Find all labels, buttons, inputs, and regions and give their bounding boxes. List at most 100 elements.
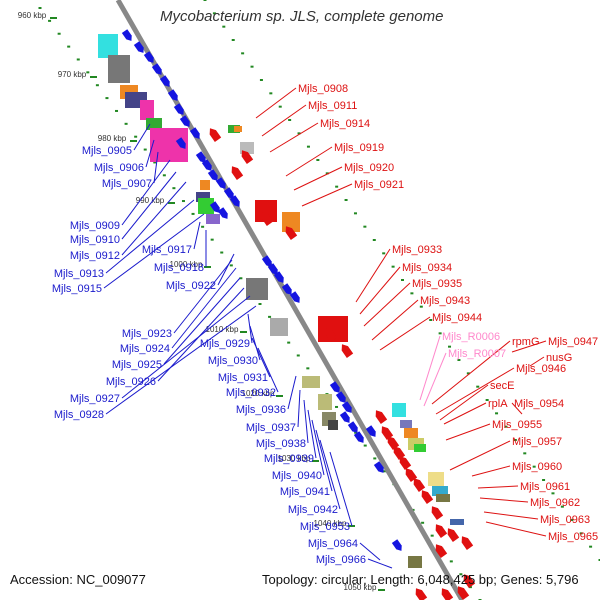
scale-tick <box>240 331 247 333</box>
label-leader <box>121 159 171 226</box>
tick-dot <box>504 425 508 428</box>
plus-strand-gene <box>201 159 212 171</box>
tick-dot <box>258 303 262 305</box>
tick-dot <box>523 452 527 455</box>
tick-dot <box>306 367 310 370</box>
scale-label: 1020 kbp <box>242 389 275 398</box>
tick-dot <box>598 559 600 561</box>
topology-text: Topology: circular; Length: 6,048,425 bp… <box>262 572 579 587</box>
label-leader <box>247 313 253 344</box>
tick-dot <box>115 109 119 112</box>
tick-dot <box>48 19 52 22</box>
gene-label-left: Mjls_0927 <box>70 393 120 405</box>
tick-dot <box>495 412 499 415</box>
scale-tick <box>168 202 175 204</box>
gene-label-left: Mjls_0928 <box>54 409 104 421</box>
label-leader <box>297 389 301 428</box>
plus-strand-gene <box>353 431 364 443</box>
gene-label-left: Mjls_0964 <box>308 538 358 550</box>
label-leader <box>105 199 195 274</box>
tick-dot <box>335 405 339 408</box>
gene-label-right: Mjls_0933 <box>392 244 442 256</box>
scale-tick <box>204 266 211 268</box>
scale-tick <box>312 460 319 462</box>
gene-block <box>146 118 162 130</box>
tick-dot <box>297 132 301 135</box>
tick-dot <box>306 145 310 148</box>
gene-label-left: Mjls_0932 <box>226 387 276 399</box>
label-leader <box>355 248 391 303</box>
plus-strand-gene <box>195 151 206 163</box>
gene-block <box>108 55 130 83</box>
scale-tick <box>378 589 385 591</box>
label-leader <box>307 409 317 459</box>
label-leader <box>121 295 251 399</box>
gene-label-right: Mjls_0955 <box>492 419 542 431</box>
tick-dot <box>429 319 433 321</box>
gene-label-right: Mjls_0908 <box>298 83 348 95</box>
tick-dot <box>457 359 461 361</box>
gene-label-left: Mjls_0930 <box>208 355 258 367</box>
map-title: Mycobacterium sp. JLS, complete genome <box>160 8 444 25</box>
label-leader <box>511 340 547 353</box>
gene-features <box>98 29 476 600</box>
plus-strand-gene <box>179 115 190 127</box>
minus-strand-gene <box>375 410 388 424</box>
tick-dot <box>401 279 404 281</box>
tick-dot <box>38 7 42 9</box>
gene-label-right: Mjls_0921 <box>354 179 404 191</box>
tick-dot <box>373 457 377 460</box>
gene-label-left: Mjls_0939 <box>264 453 314 465</box>
gene-block <box>450 519 464 525</box>
label-leader <box>105 305 257 415</box>
gene-label-left: Mjls_0909 <box>70 220 120 232</box>
tick-dot <box>466 372 470 375</box>
label-leader <box>423 352 447 407</box>
tick-dot <box>560 505 564 508</box>
gene-block <box>140 100 154 120</box>
tick-dot <box>229 264 233 267</box>
plus-strand-gene <box>121 29 132 41</box>
tick-dot <box>296 354 300 357</box>
plus-strand-gene <box>159 75 170 87</box>
gene-label-left: Mjls_0926 <box>106 376 156 388</box>
label-leader <box>449 440 511 471</box>
label-leader <box>485 521 547 537</box>
label-leader <box>217 253 235 286</box>
gene-label-right: rpmG <box>512 336 540 348</box>
plus-strand-gene <box>173 103 184 115</box>
gene-label-left: Mjls_0917 <box>142 244 192 256</box>
gene-label-left: Mjls_0924 <box>120 343 170 355</box>
tick-dot <box>449 560 453 563</box>
gene-label-right: Mjls_0946 <box>516 363 566 375</box>
label-leader <box>319 439 341 510</box>
plus-strand-gene <box>391 539 402 551</box>
gene-label-left: Mjls_0941 <box>280 486 330 498</box>
label-leader <box>251 337 271 378</box>
scale-label: 1030 kbp <box>278 454 311 463</box>
minus-strand-gene <box>463 574 476 588</box>
gene-block <box>436 494 450 502</box>
accession-text: Accession: NC_009077 <box>10 572 146 587</box>
minus-strand-gene <box>325 328 338 342</box>
plus-strand-gene <box>273 271 284 283</box>
plus-strand-gene <box>217 207 228 219</box>
gene-label-left: Mjls_0906 <box>94 162 144 174</box>
gene-label-right: Mjls_0947 <box>548 336 598 348</box>
plus-strand-gene <box>189 127 200 139</box>
tick-dot <box>134 135 138 138</box>
tick-dot <box>316 159 320 161</box>
label-leader <box>371 299 419 341</box>
gene-label-left: Mjls_0937 <box>246 422 296 434</box>
label-leader <box>419 335 441 401</box>
gene-label-left: Mjls_0922 <box>166 280 216 292</box>
label-leader <box>303 399 309 444</box>
label-leader <box>301 183 353 207</box>
gene-label-left: Mjls_0915 <box>52 283 102 295</box>
tick-dot <box>570 519 574 521</box>
plus-strand-gene <box>207 169 218 181</box>
scale-tick <box>130 140 137 142</box>
label-leader <box>287 375 297 410</box>
plus-strand-gene <box>347 421 358 433</box>
gene-label-left: Mjls_0913 <box>54 268 104 280</box>
